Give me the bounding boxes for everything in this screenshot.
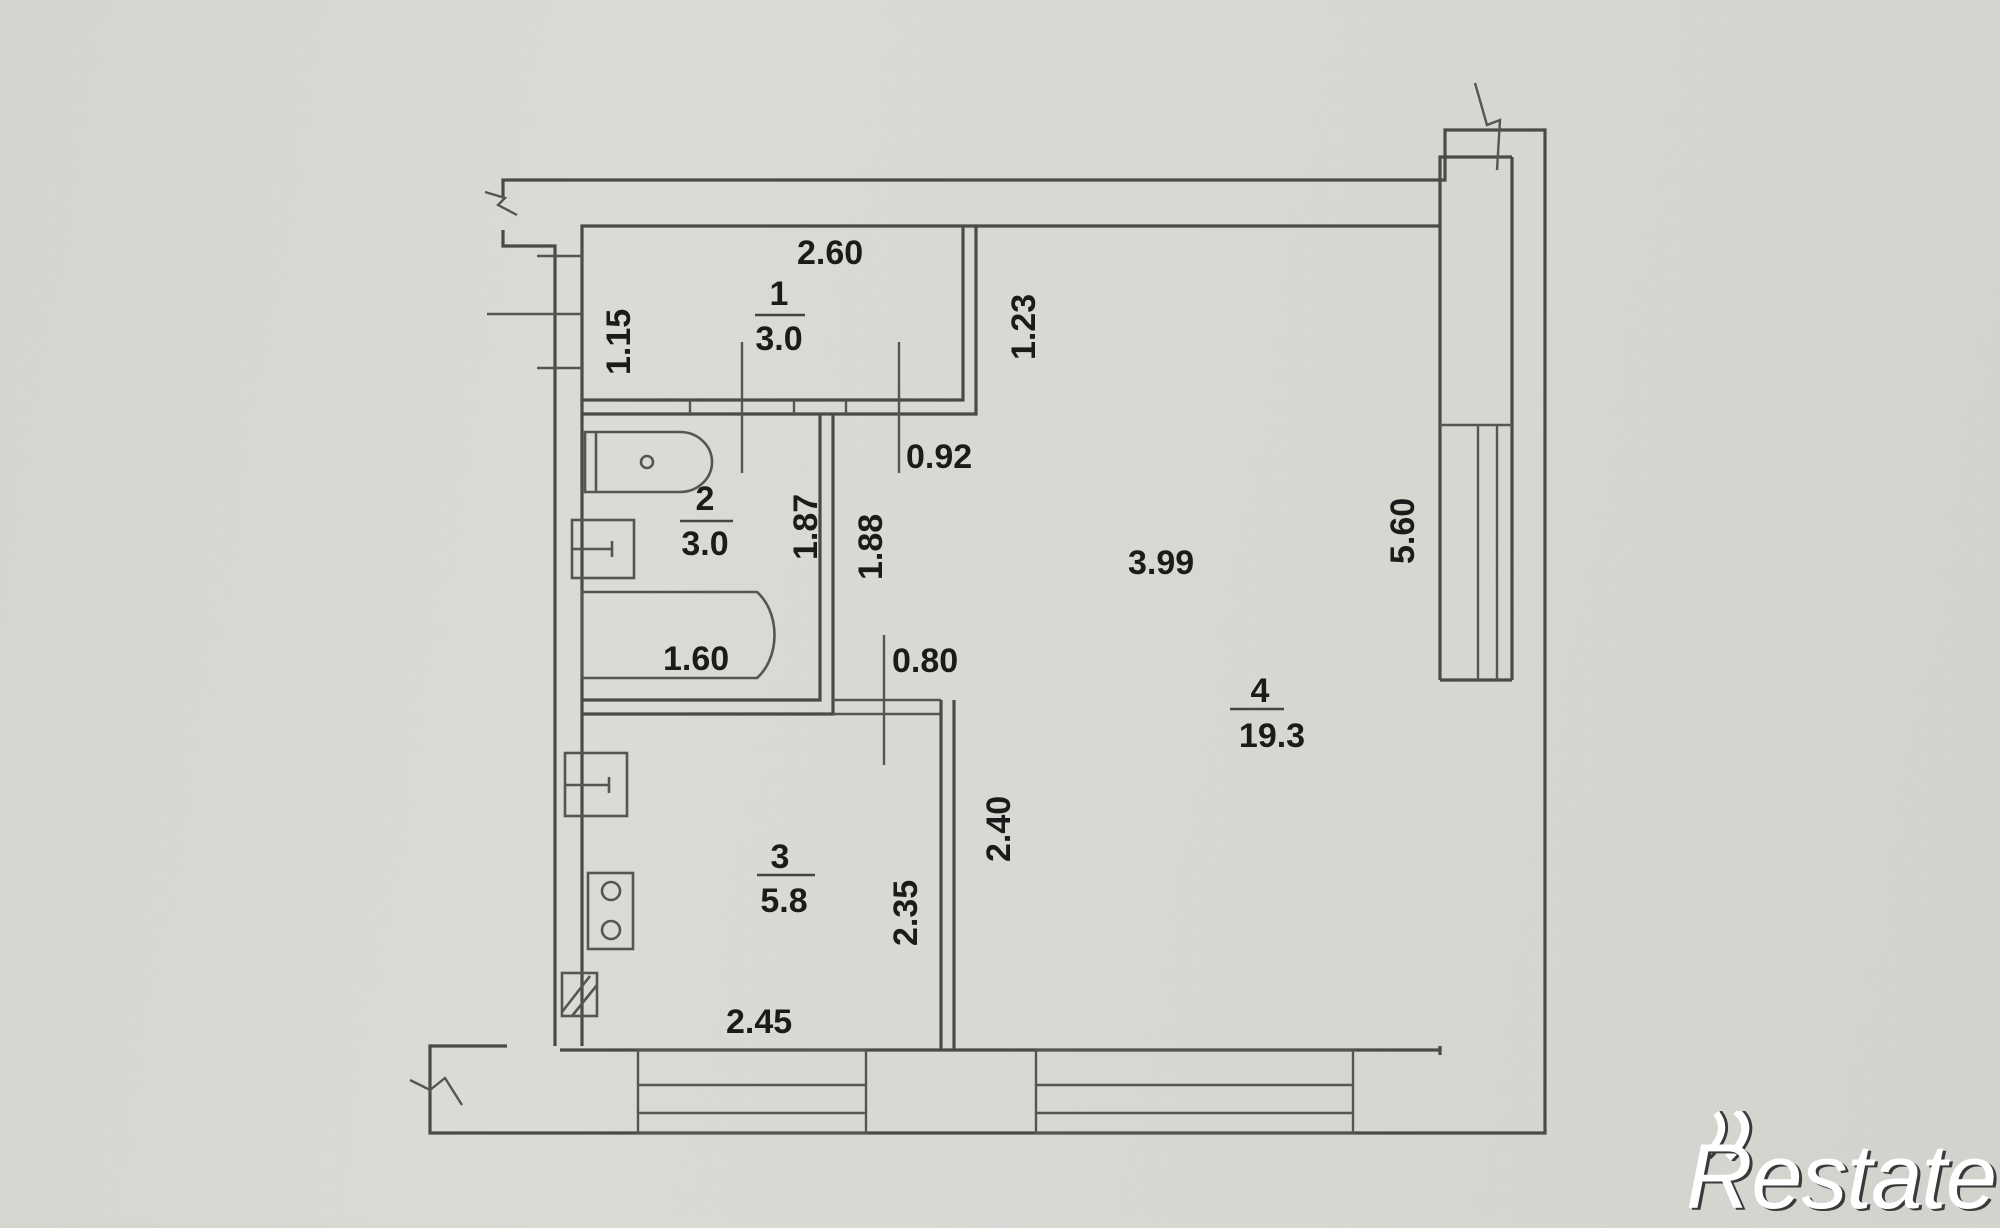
svg-text:0.80: 0.80 (892, 642, 958, 680)
svg-text:2.60: 2.60 (797, 234, 863, 272)
svg-text:2: 2 (696, 480, 715, 518)
left-wall-ticks (487, 254, 582, 370)
svg-text:1.15: 1.15 (600, 309, 638, 375)
balcony-window (1440, 423, 1512, 680)
svg-text:3: 3 (771, 838, 790, 876)
svg-text:4: 4 (1251, 672, 1270, 710)
svg-text:3.0: 3.0 (681, 525, 728, 563)
kitchen-window (636, 1048, 868, 1135)
svg-text:1.23: 1.23 (1005, 294, 1043, 360)
bathroom-sink-icon (570, 518, 636, 580)
room-1-label: 1 3.0 (755, 275, 805, 358)
svg-text:3.0: 3.0 (755, 320, 802, 358)
restate-watermark-logo: Restate (1685, 1126, 1997, 1228)
svg-text:5.8: 5.8 (760, 882, 807, 920)
svg-text:19.3: 19.3 (1239, 717, 1305, 755)
svg-text:5.60: 5.60 (1384, 498, 1422, 564)
logo-signal-icon (1703, 1111, 1753, 1161)
kitchen-sink-icon (563, 751, 629, 818)
interior-walls (560, 226, 1442, 1052)
svg-text:1: 1 (770, 275, 789, 313)
svg-text:1.60: 1.60 (663, 640, 729, 678)
room-3-label: 3 5.8 (757, 838, 815, 920)
room-4-label: 4 19.3 (1230, 672, 1305, 755)
dimension-leaders (740, 342, 901, 765)
svg-text:2.35: 2.35 (887, 880, 925, 946)
dimension-labels: 2.60 1.15 1.23 0.92 1.87 1.88 1.60 0.80 … (600, 234, 1422, 1041)
toilet-icon (583, 430, 714, 494)
svg-text:2.40: 2.40 (980, 796, 1018, 862)
bathtub-icon (580, 590, 776, 680)
svg-text:3.99: 3.99 (1128, 544, 1194, 582)
exterior-walls (428, 128, 1547, 1135)
svg-text:1.88: 1.88 (852, 514, 890, 580)
svg-text:0.92: 0.92 (906, 438, 972, 476)
room-2-label: 2 3.0 (680, 480, 733, 563)
stove-icon (586, 871, 635, 951)
svg-text:2.45: 2.45 (726, 1003, 792, 1041)
living-room-window (1034, 1048, 1355, 1135)
wall-break-symbols (409, 82, 1502, 1106)
ventilation-shaft-icon (560, 971, 599, 1018)
svg-text:1.87: 1.87 (787, 494, 825, 560)
